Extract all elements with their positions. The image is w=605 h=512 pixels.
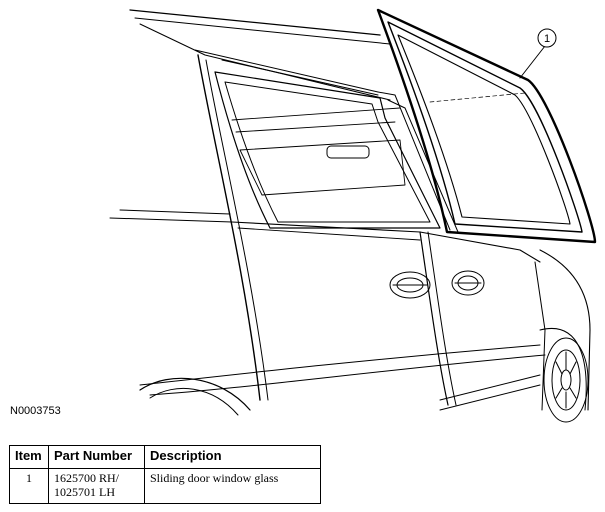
vehicle-sliding-door-illustration: 1 (109, 8, 597, 423)
table-row: 1 1625700 RH/ 1025701 LH Sliding door wi… (9, 468, 321, 504)
cell-item-number: 1 (9, 468, 49, 504)
header-description: Description (144, 445, 321, 469)
callout-1: 1 (519, 28, 557, 79)
parts-table-header-row: Item Part Number Description (9, 445, 321, 469)
header-part-number: Part Number (48, 445, 145, 469)
part-number-line: 1025701 LH (54, 485, 115, 499)
parts-table: Item Part Number Description 1 1625700 R… (9, 445, 321, 504)
header-item: Item (9, 445, 49, 469)
part-number-line: 1625700 RH/ (54, 471, 120, 485)
cell-description: Sliding door window glass (144, 468, 321, 504)
svg-text:1: 1 (544, 33, 550, 45)
cell-part-number: 1625700 RH/ 1025701 LH (48, 468, 145, 504)
figure-id-label: N0003753 (10, 405, 61, 417)
window-glass-outline (376, 8, 597, 244)
